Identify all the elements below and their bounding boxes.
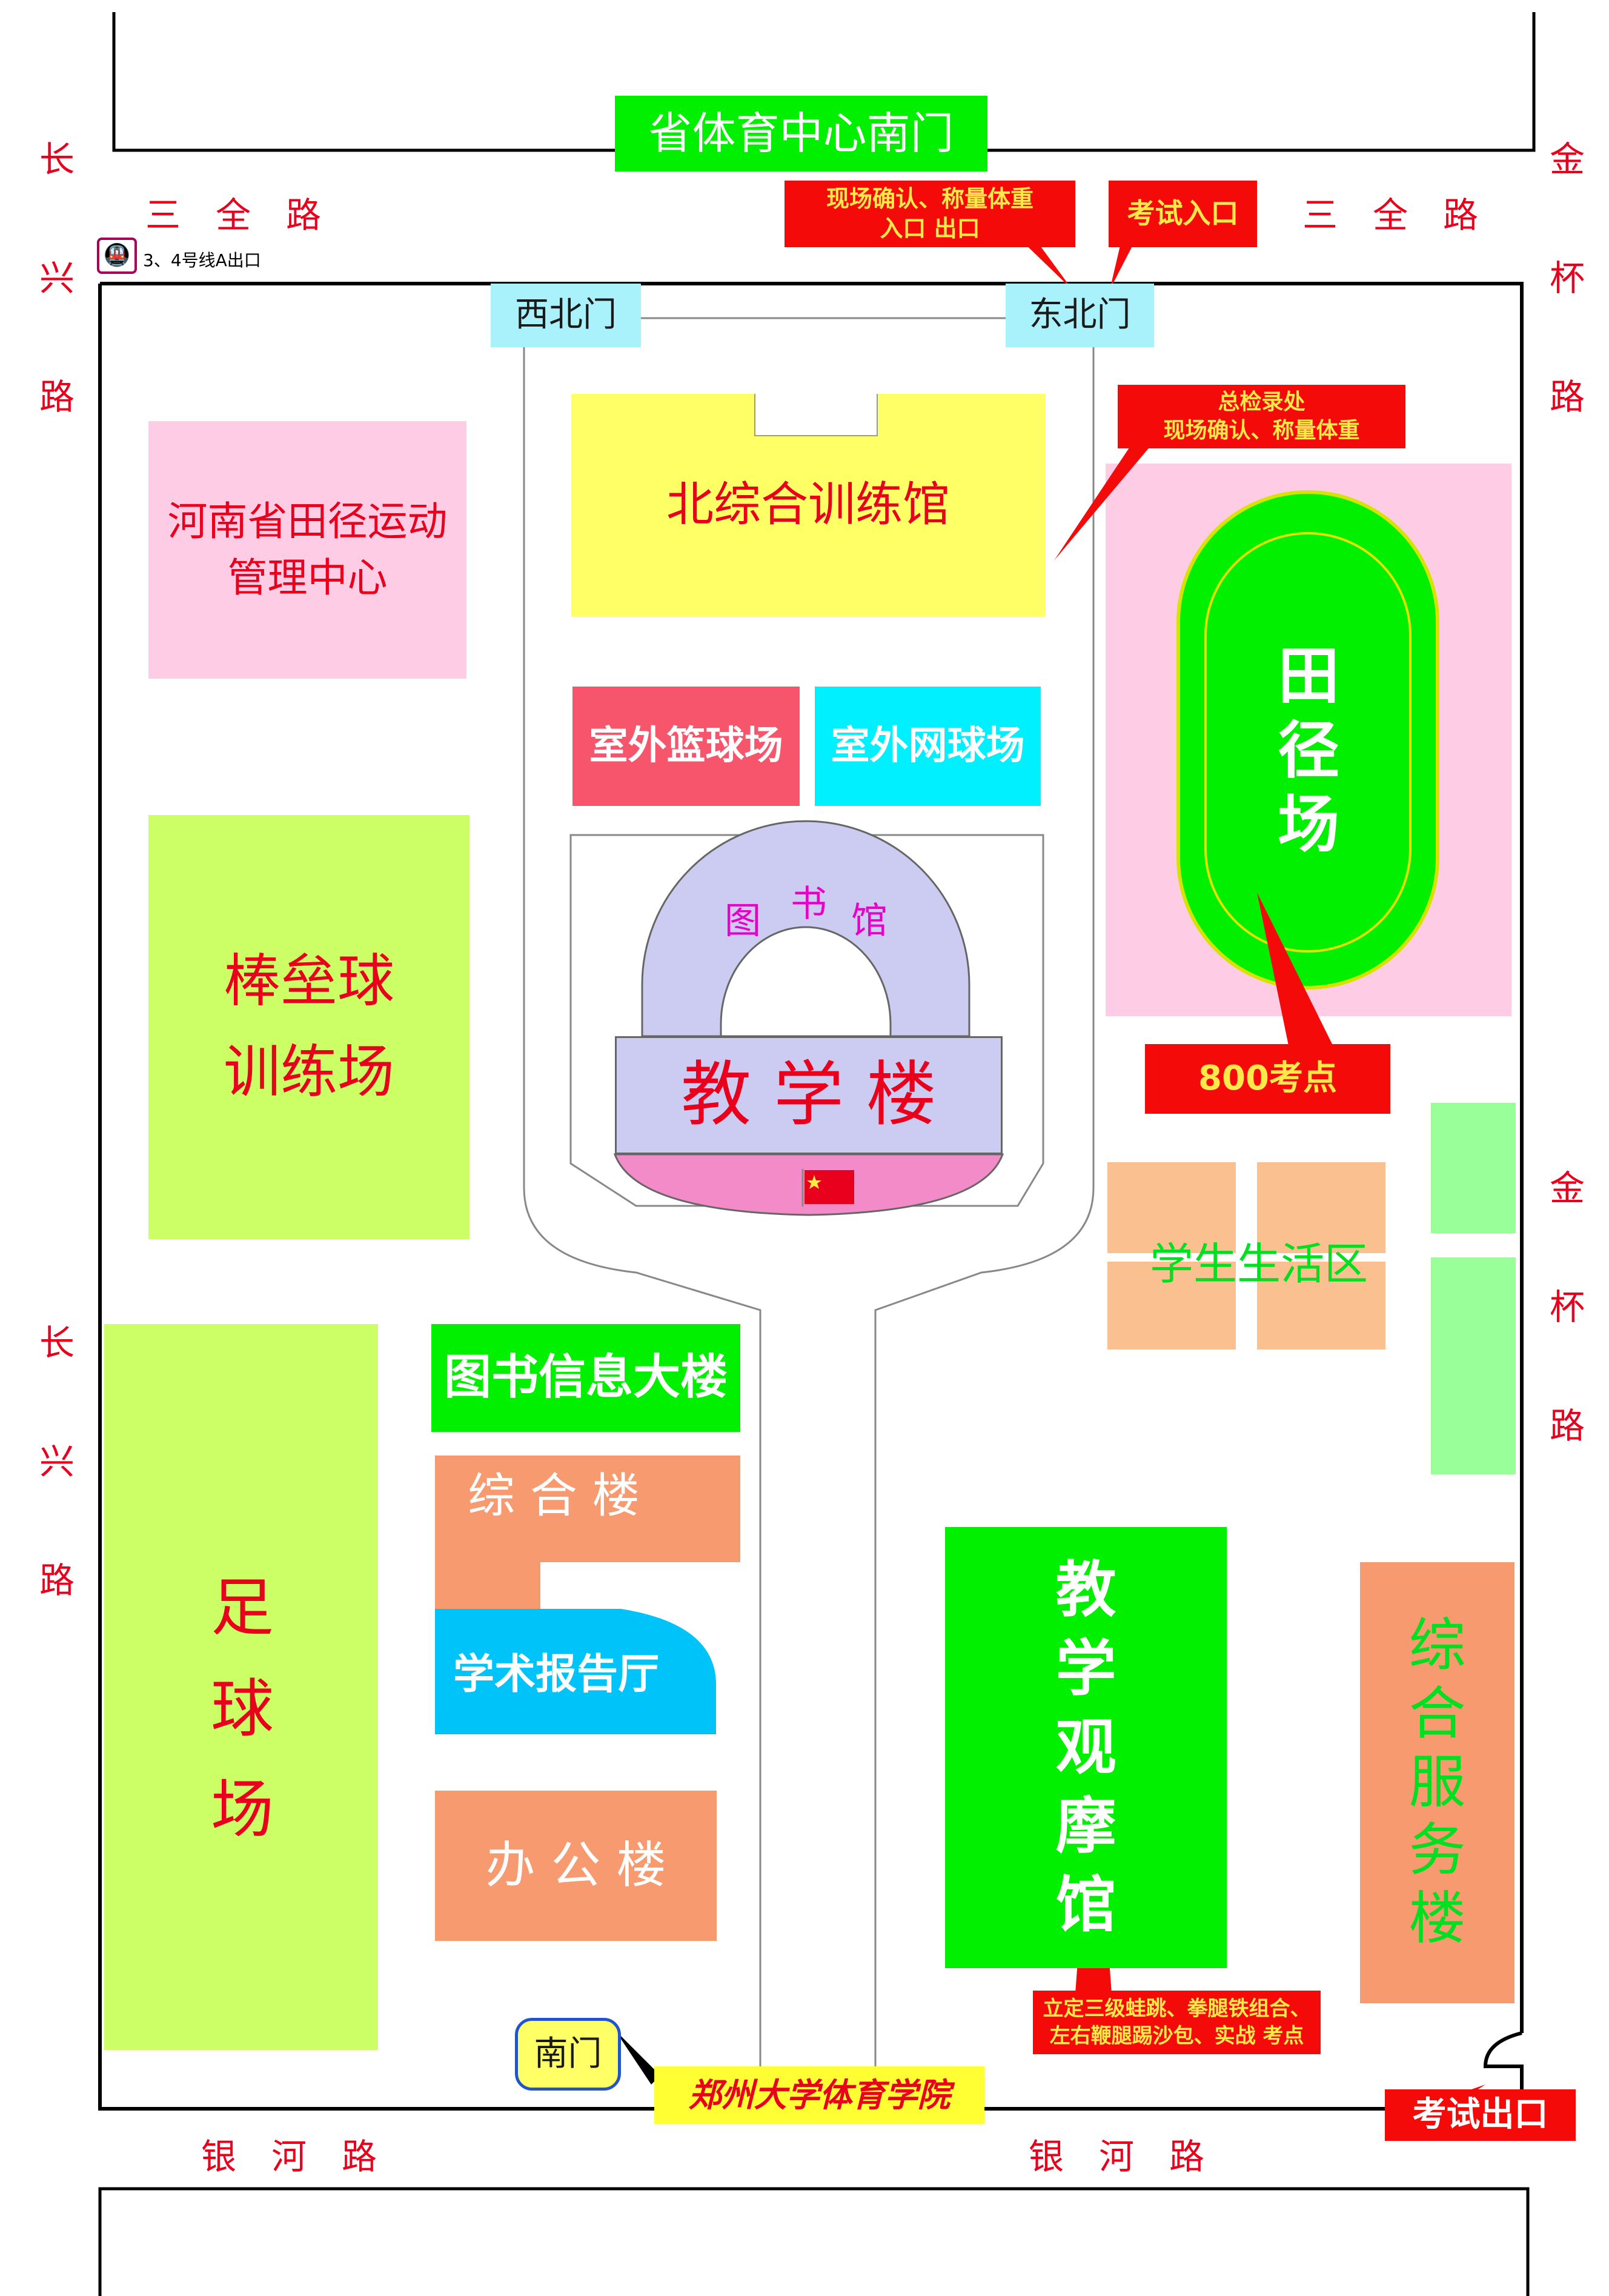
south-gate: 南门 [515,2018,621,2091]
observation-char-1: 教 [1055,1554,1116,1625]
green-block-2 [1431,1257,1516,1474]
road-north-left: 三 全 路 [145,195,322,236]
general-check-callout: 总检录处 现场确认、称量体重 [1118,385,1405,448]
track-field-char-3: 场 [1278,789,1339,862]
service-char-1: 综 [1408,1612,1466,1679]
road-south-right: 银 河 路 [1029,2136,1205,2177]
track-field: 田 径 场 [1248,630,1369,873]
football-char-1: 足 [210,1571,274,1645]
track-field-char-1: 田 [1278,641,1339,713]
library-info-building: 图书信息大楼 [431,1324,740,1432]
jump-kick-exam-callout: 立定三级蛙跳、拳腿铁组合、 左右鞭腿踢沙包、实战 考点 [1033,1991,1321,2054]
office-building: 办 公 楼 [435,1791,717,1941]
school-name-label: 郑州大学体育学院 [654,2066,984,2124]
dorm-block-1 [1107,1162,1236,1253]
road-east-bottom: 金 杯 路 [1544,1170,1585,1466]
observation-char-2: 学 [1055,1633,1116,1704]
jump-line-2: 左右鞭腿踢沙包、实战 考点 [1049,2023,1304,2048]
china-flag-icon [798,1166,858,1209]
football-char-3: 场 [210,1772,274,1847]
comprehensive-service-building: 综 合 服 务 楼 [1360,1562,1514,2003]
outdoor-tennis-court: 室外网球场 [815,687,1041,806]
exam-800-callout: 800考点 [1145,1044,1390,1114]
baseball-softball-field: 棒垒球 训练场 [148,815,469,1239]
service-char-5: 楼 [1408,1886,1466,1952]
library-char-2: 书 [791,883,827,925]
dorm-block-4 [1257,1262,1385,1349]
exam-entrance-callout: 考试入口 [1109,181,1257,247]
northwest-gate: 西北门 [491,284,641,347]
road-west-top: 长 兴 路 [33,141,75,438]
jump-line-1: 立定三级蛙跳、拳腿铁组合、 [1043,1997,1311,2021]
observation-char-4: 摩 [1055,1791,1116,1862]
service-char-4: 务 [1408,1817,1466,1884]
northeast-gate: 东北门 [1006,284,1154,347]
green-block-1 [1431,1103,1516,1233]
observation-char-5: 馆 [1055,1869,1116,1940]
exam-exit-callout: 考试出口 [1385,2089,1576,2141]
road-south-left: 银 河 路 [201,2136,377,2177]
football-char-2: 球 [210,1671,274,1746]
confirm-weigh-callout: 现场确认、称量体重 入口 出口 [785,181,1075,247]
road-east-top: 金 杯 路 [1544,141,1585,438]
confirm-line-2: 入口 出口 [880,215,980,242]
library-char-3: 馆 [851,900,887,942]
road-north-right: 三 全 路 [1302,195,1479,236]
track-field-char-2: 径 [1278,714,1339,787]
henan-athletics-center: 河南省田径运动 管理中心 [148,421,466,679]
comprehensive-building: 综 合 楼 [468,1469,640,1523]
henan-athletics-line-2: 管理中心 [227,554,388,601]
flag-graphic [801,1169,854,1206]
province-center-south-gate: 省体育中心南门 [615,96,987,171]
north-training-hall-notch [754,394,878,436]
observation-char-3: 观 [1055,1712,1116,1783]
teaching-observation-hall: 教 学 观 摩 馆 [945,1527,1227,1968]
confirm-line-1: 现场确认、称量体重 [826,185,1033,212]
service-char-2: 合 [1408,1680,1466,1747]
football-field-area [104,1324,378,2050]
metro-exit-label: 3、4号线A出口 [143,250,261,270]
general-check-line-1: 总检录处 [1218,389,1305,414]
library-char-1: 图 [725,900,761,942]
outdoor-basketball-court: 室外篮球场 [572,687,800,806]
football-field: 足 球 场 [182,1563,303,1854]
henan-athletics-line-1: 河南省田径运动 [167,498,448,545]
service-char-3: 服 [1408,1749,1466,1815]
baseball-line-2: 训练场 [223,1039,394,1105]
dorm-block-3 [1107,1262,1236,1349]
dorm-block-2 [1257,1162,1385,1253]
academic-lecture-hall: 学术报告厅 [453,1651,660,1699]
road-west-bottom: 长 兴 路 [33,1324,75,1621]
subway-icon: 🚇 [97,238,137,274]
general-check-line-2: 现场确认、称量体重 [1163,418,1360,443]
student-living-area: 学生生活区 [1150,1239,1368,1289]
teaching-building: 教 学 楼 [615,1036,1003,1154]
baseball-line-1: 棒垒球 [223,948,394,1014]
